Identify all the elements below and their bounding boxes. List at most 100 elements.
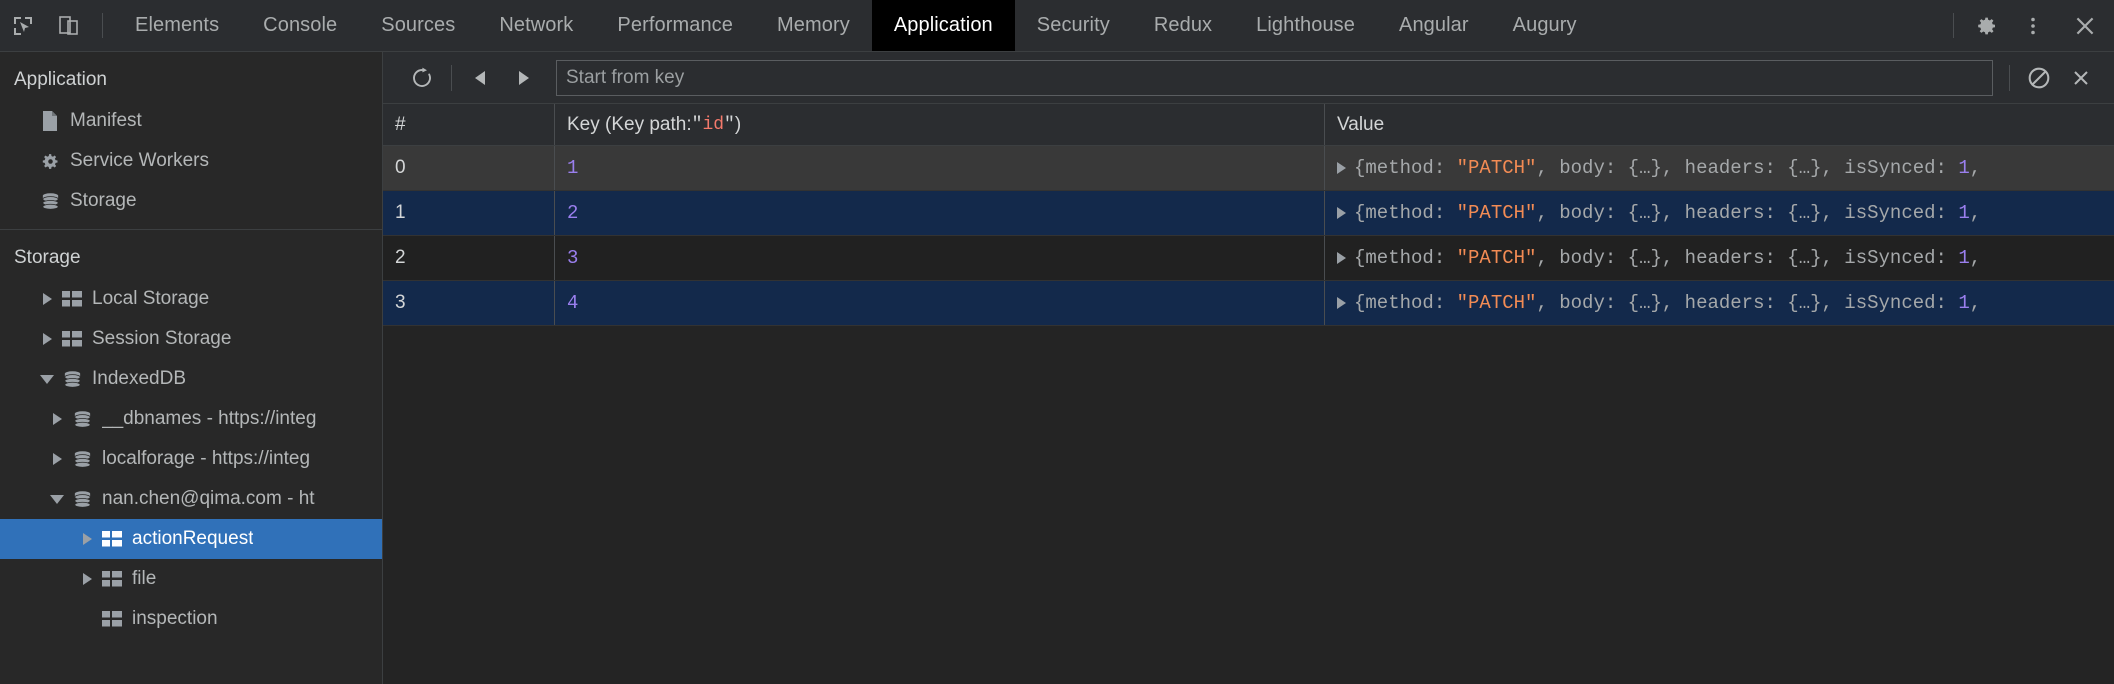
tab-performance[interactable]: Performance: [617, 14, 733, 36]
indexeddb-data-grid[interactable]: # Key (Key path: "id") Value 0 1 {method…: [383, 104, 2114, 684]
tab-application[interactable]: Application: [871, 0, 1015, 51]
sidebar-item-local-storage[interactable]: Local Storage: [0, 279, 382, 319]
inspect-cursor-icon[interactable]: [0, 0, 46, 51]
column-header-key[interactable]: Key (Key path: "id"): [555, 104, 1325, 145]
database-icon: [68, 449, 96, 470]
cell-key: 1: [555, 146, 1325, 190]
chevron-right-icon[interactable]: [76, 573, 98, 585]
document-icon: [36, 110, 64, 132]
row-key-value: 1: [567, 157, 579, 179]
gear-icon[interactable]: [1964, 0, 2010, 51]
grid-header-row: # Key (Key path: "id") Value: [383, 104, 2114, 146]
table-icon: [58, 331, 86, 347]
cell-value: {method: "PATCH", body: {…}, headers: {……: [1325, 281, 2114, 325]
toolbar-right-group: [1943, 0, 2114, 51]
clear-object-store-icon[interactable]: [2018, 58, 2060, 98]
expand-object-icon[interactable]: [1337, 252, 1346, 264]
table-icon: [98, 611, 126, 627]
sidebar-item-label: IndexedDB: [92, 368, 187, 389]
table-row[interactable]: 3 4 {method: "PATCH", body: {…}, headers…: [383, 281, 2114, 326]
device-toolbar-icon[interactable]: [46, 0, 92, 51]
gear-icon: [36, 151, 64, 172]
cell-index: 0: [383, 146, 555, 190]
tab-augury[interactable]: Augury: [1512, 14, 1577, 36]
object-preview: {method: "PATCH", body: {…}, headers: {……: [1354, 202, 1982, 224]
sidebar-item-label: Storage: [70, 190, 137, 211]
row-key-value: 4: [567, 292, 579, 314]
sidebar-item-db-nan-chen[interactable]: nan.chen@qima.com - ht: [0, 479, 382, 519]
database-icon: [68, 409, 96, 430]
sidebar-item-service-workers[interactable]: Service Workers: [0, 141, 382, 181]
application-sidebar-tree[interactable]: Application Manifest Service Workers: [0, 52, 383, 684]
toolbar-divider: [451, 64, 452, 91]
three-dots-vertical-icon[interactable]: [2010, 0, 2056, 51]
expand-object-icon[interactable]: [1337, 207, 1346, 219]
table-row[interactable]: 1 2 {method: "PATCH", body: {…}, headers…: [383, 191, 2114, 236]
sidebar-item-label: file: [132, 568, 157, 589]
sidebar-item-label: Service Workers: [70, 150, 210, 171]
object-preview: {method: "PATCH", body: {…}, headers: {……: [1354, 157, 1982, 179]
cell-key: 4: [555, 281, 1325, 325]
database-icon: [36, 191, 64, 212]
sidebar-item-label: __dbnames - https://integ: [102, 408, 317, 429]
cell-index: 1: [383, 191, 555, 235]
table-row[interactable]: 2 3 {method: "PATCH", body: {…}, headers…: [383, 236, 2114, 281]
tab-memory[interactable]: Memory: [777, 14, 850, 36]
chevron-right-icon[interactable]: [46, 453, 68, 465]
expand-object-icon[interactable]: [1337, 162, 1346, 174]
column-header-index[interactable]: #: [383, 104, 555, 145]
indexeddb-toolbar: [383, 52, 2114, 104]
quote-open: ": [691, 114, 703, 135]
quote-close: ": [724, 114, 735, 135]
table-row[interactable]: 0 1 {method: "PATCH", body: {…}, headers…: [383, 146, 2114, 191]
tab-security[interactable]: Security: [1036, 14, 1110, 36]
expand-object-icon[interactable]: [1337, 297, 1346, 309]
chevron-right-icon[interactable]: [36, 333, 58, 345]
tab-lighthouse[interactable]: Lighthouse: [1256, 14, 1356, 36]
tab-angular[interactable]: Angular: [1399, 14, 1469, 36]
refresh-icon[interactable]: [401, 58, 443, 98]
tab-sources[interactable]: Sources: [381, 14, 456, 36]
sidebar-item-store-actionrequest[interactable]: actionRequest: [0, 519, 382, 559]
chevron-down-icon[interactable]: [46, 494, 68, 504]
sidebar-item-label: actionRequest: [132, 528, 254, 549]
tab-network[interactable]: Network: [499, 14, 574, 36]
column-header-value[interactable]: Value: [1337, 113, 1385, 135]
chevron-down-icon[interactable]: [36, 374, 58, 384]
previous-page-icon[interactable]: [460, 58, 502, 98]
sidebar-item-indexeddb[interactable]: IndexedDB: [0, 359, 382, 399]
sidebar-item-session-storage[interactable]: Session Storage: [0, 319, 382, 359]
tab-elements[interactable]: Elements: [135, 14, 220, 36]
tab-redux[interactable]: Redux: [1153, 14, 1213, 36]
sidebar-item-label: Session Storage: [92, 328, 232, 349]
close-x-icon[interactable]: [2056, 0, 2114, 51]
row-index-value: 3: [395, 292, 406, 313]
devtools-tab-bar: Elements Console Sources Network Perform…: [0, 0, 2114, 52]
row-index-value: 0: [395, 157, 406, 178]
toolbar-divider: [102, 13, 103, 38]
object-preview: {method: "PATCH", body: {…}, headers: {……: [1354, 247, 1982, 269]
database-icon: [68, 489, 96, 510]
next-page-icon[interactable]: [502, 58, 544, 98]
sidebar-item-db-localforage[interactable]: localforage - https://integ: [0, 439, 382, 479]
sidebar-item-label: inspection: [132, 608, 218, 629]
sidebar-header-storage: Storage: [14, 247, 81, 268]
cell-key: 2: [555, 191, 1325, 235]
grid-empty-area: [383, 326, 2114, 684]
sidebar-item-label: nan.chen@qima.com - ht: [102, 488, 315, 509]
sidebar-item-storage[interactable]: Storage: [0, 181, 382, 221]
cell-value: {method: "PATCH", body: {…}, headers: {……: [1325, 236, 2114, 280]
chevron-right-icon[interactable]: [46, 413, 68, 425]
sidebar-item-store-inspection[interactable]: inspection: [0, 599, 382, 639]
tab-console[interactable]: Console: [263, 14, 338, 36]
database-icon: [58, 369, 86, 390]
cell-value: {method: "PATCH", body: {…}, headers: {……: [1325, 146, 2114, 190]
application-panel-body: Application Manifest Service Workers: [0, 52, 2114, 684]
start-from-key-input[interactable]: [556, 59, 1993, 96]
delete-selected-icon[interactable]: [2060, 58, 2102, 98]
chevron-right-icon[interactable]: [76, 533, 98, 545]
chevron-right-icon[interactable]: [36, 293, 58, 305]
sidebar-item-manifest[interactable]: Manifest: [0, 101, 382, 141]
sidebar-item-store-file[interactable]: file: [0, 559, 382, 599]
sidebar-item-db-dbnames[interactable]: __dbnames - https://integ: [0, 399, 382, 439]
